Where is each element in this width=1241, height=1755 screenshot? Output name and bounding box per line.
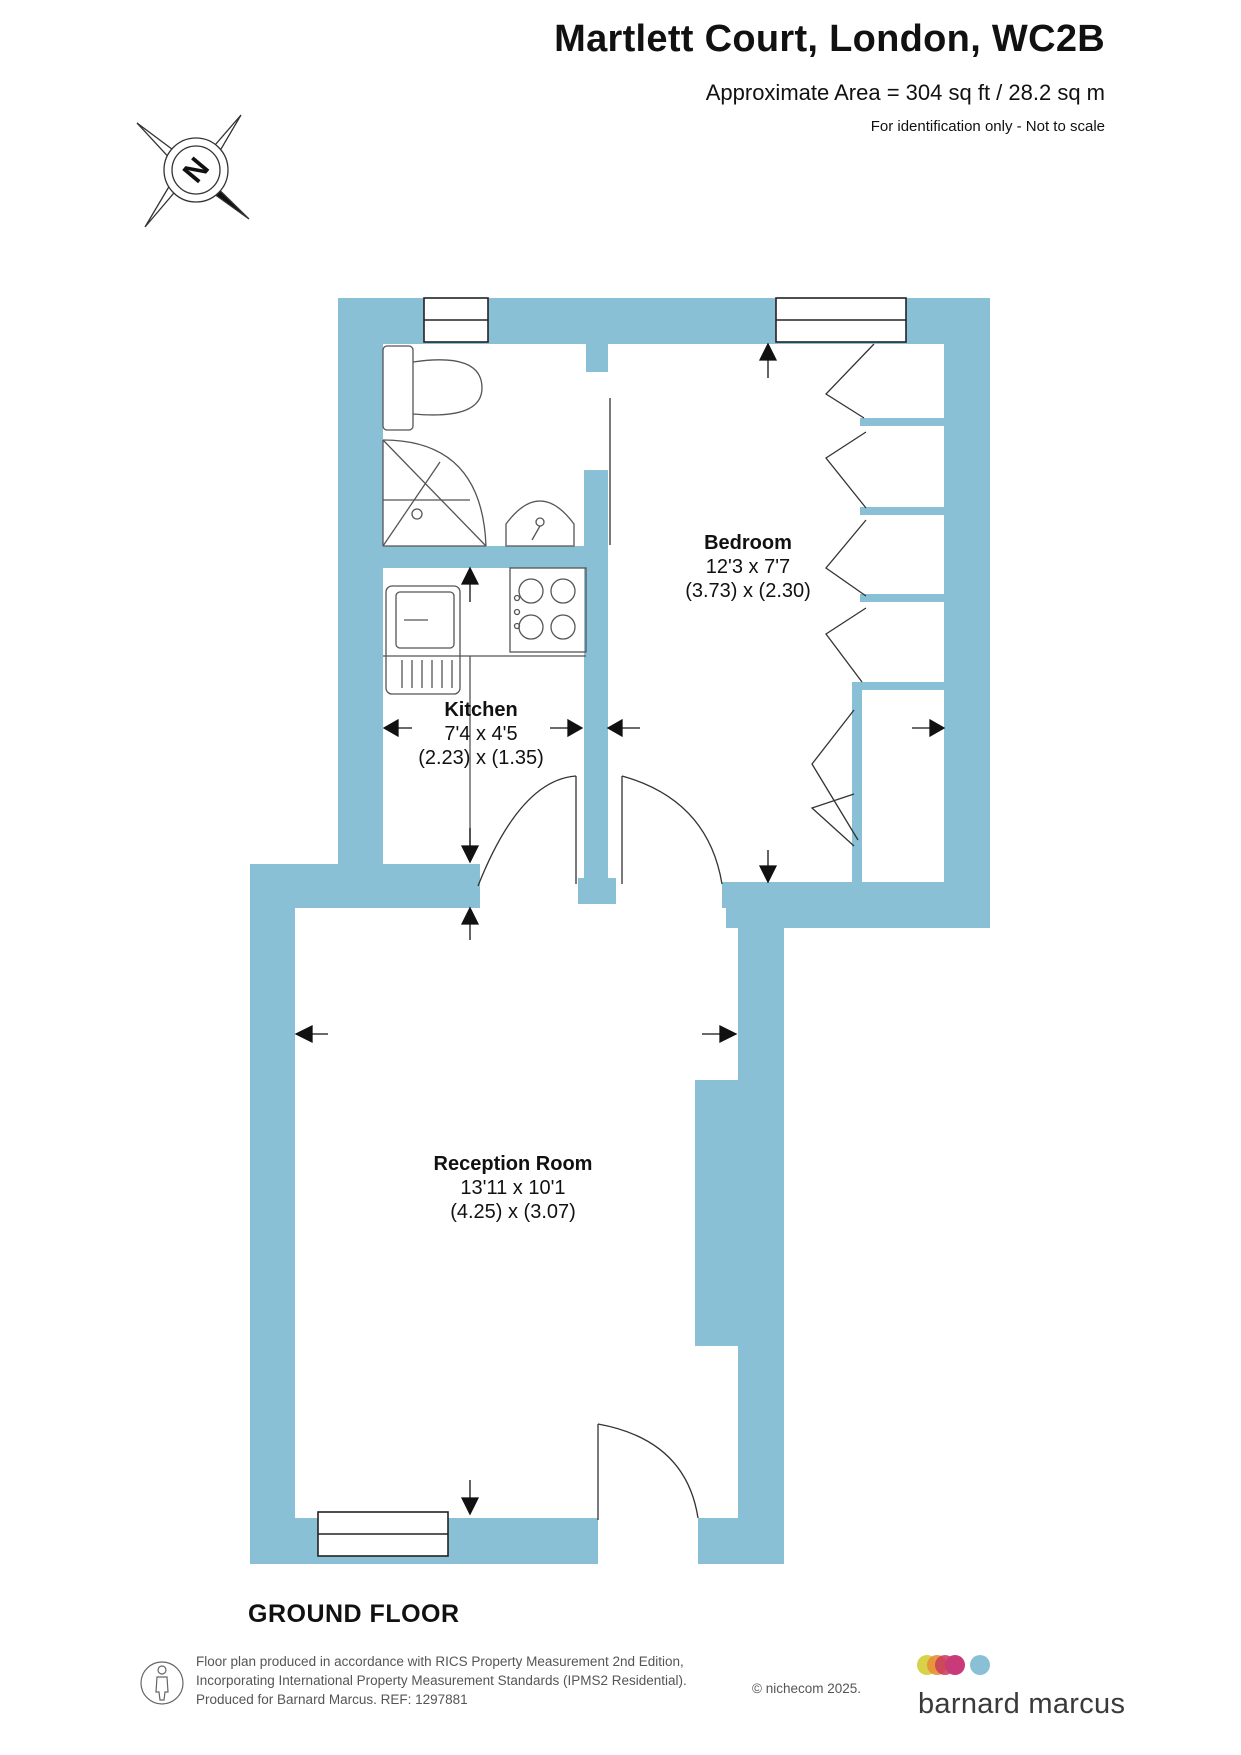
- floor-label: GROUND FLOOR: [248, 1600, 460, 1628]
- kitchen-sink-icon: [385, 585, 461, 695]
- room-size-imperial: 13'11 x 10'1: [460, 1177, 566, 1199]
- room-label-reception: Reception Room 13'11 x 10'1 (4.25) x (3.…: [434, 1152, 593, 1224]
- arrow-head-left: [294, 1024, 313, 1044]
- shower-divider: [382, 461, 441, 547]
- page-title: Martlett Court, London, WC2B: [554, 18, 1105, 60]
- wardrobe-door: [824, 343, 875, 419]
- hob-ring: [518, 578, 544, 604]
- wardrobe-door: [825, 431, 867, 509]
- room-name: Kitchen: [444, 699, 518, 721]
- arrow-head-right: [929, 718, 946, 738]
- bedroom-door-swing: [621, 775, 723, 885]
- hob-ring: [550, 578, 576, 604]
- wardrobe-divider: [860, 418, 948, 426]
- shower-drain-icon: [411, 508, 423, 520]
- hob-knob: [513, 594, 521, 602]
- hob-knob: [513, 622, 521, 630]
- basin-drain-icon: [535, 517, 545, 527]
- arrow-head-up: [758, 342, 778, 361]
- wall-chimney-breast: [695, 1080, 745, 1346]
- wall-reception-right: [738, 882, 784, 1564]
- footer-line: Floor plan produced in accordance with R…: [196, 1654, 684, 1669]
- doors: [477, 398, 723, 1520]
- basin-tap: [531, 525, 541, 541]
- wardrobe-divider: [852, 682, 948, 690]
- measurement-arrows: [294, 342, 946, 1516]
- wardrobe-side-wall: [852, 688, 862, 882]
- brand-dot: [970, 1655, 990, 1675]
- approximate-area: Approximate Area = 304 sq ft / 28.2 sq m: [705, 80, 1105, 105]
- room-size-imperial: 12'3 x 7'7: [705, 556, 791, 578]
- room-size-metric: (3.73) x (2.30): [685, 580, 811, 602]
- shower-tray-icon: [382, 439, 487, 547]
- brand-dot: [945, 1655, 965, 1675]
- wall-bathroom-bottom: [380, 546, 590, 568]
- arrow-head-left: [606, 718, 623, 738]
- room-name: Bedroom: [704, 532, 792, 554]
- footer-notes: Floor plan produced in accordance with R…: [196, 1652, 687, 1709]
- room-size-metric: (4.25) x (3.07): [450, 1201, 576, 1223]
- brand-logo-icon: [917, 1655, 990, 1675]
- room-size-metric: (2.23) x (1.35): [418, 747, 544, 769]
- toilet-bowl-icon: [412, 359, 483, 416]
- hob-knob: [513, 608, 521, 616]
- walls: [250, 298, 990, 1564]
- wardrobe-doors: [810, 343, 875, 847]
- wall-bedroom-right: [944, 298, 990, 928]
- room-label-bedroom: Bedroom 12'3 x 7'7 (3.73) x (2.30): [685, 531, 811, 603]
- hob-ring: [518, 614, 544, 640]
- room-size-imperial: 7'4 x 4'5: [444, 723, 518, 745]
- shower-divider: [382, 439, 487, 547]
- wardrobe-door: [811, 709, 859, 841]
- windows: [317, 297, 907, 1557]
- north-compass-icon: N: [136, 114, 250, 228]
- wardrobe-divider: [860, 507, 948, 515]
- wall-upper-left: [338, 298, 383, 866]
- compass-inner-ring: [171, 145, 221, 195]
- brand-name: barnard marcus: [918, 1688, 1126, 1720]
- hob-ring: [550, 614, 576, 640]
- kitchen-fixtures: [383, 567, 587, 860]
- wall-partition-stub: [586, 340, 608, 372]
- copyright: © nichecom 2025.: [752, 1681, 862, 1696]
- entrance-door-swing: [597, 1423, 699, 1519]
- hob-icon: [509, 567, 587, 653]
- basin-icon: [505, 500, 575, 547]
- wall-reception-bottom-right: [698, 1518, 784, 1564]
- arrow-head-right: [719, 1024, 738, 1044]
- bathroom-fixtures: [382, 345, 575, 547]
- wall-partition-foot: [578, 878, 616, 904]
- wardrobe-door: [810, 793, 855, 847]
- arrow-head-left: [382, 718, 399, 738]
- arrow-head-down: [460, 1497, 480, 1516]
- wall-corner: [722, 882, 742, 908]
- disclaimer: For identification only - Not to scale: [870, 118, 1105, 135]
- room-name: Reception Room: [433, 1153, 593, 1175]
- kitchen-door-swing: [477, 775, 577, 887]
- footer-line: Incorporating International Property Mea…: [196, 1673, 687, 1688]
- room-label-kitchen: Kitchen 7'4 x 4'5 (2.23) x (1.35): [418, 698, 544, 770]
- footer-line: Produced for Barnard Marcus. REF: 129788…: [196, 1692, 468, 1707]
- arrow-head-right: [567, 718, 584, 738]
- wardrobe-door: [825, 607, 867, 683]
- person-icon: [140, 1661, 184, 1705]
- arrow-head-down: [460, 845, 480, 864]
- arrow-head-down: [758, 865, 778, 884]
- wall-partition-vertical: [584, 470, 608, 880]
- arrow-head-up: [460, 566, 480, 585]
- arrow-head-up: [460, 906, 480, 925]
- toilet-cistern: [382, 345, 414, 431]
- wardrobe-divider: [860, 594, 948, 602]
- wardrobe-door: [825, 519, 867, 597]
- wall-reception-left: [250, 864, 295, 1564]
- sink-basin: [395, 591, 455, 649]
